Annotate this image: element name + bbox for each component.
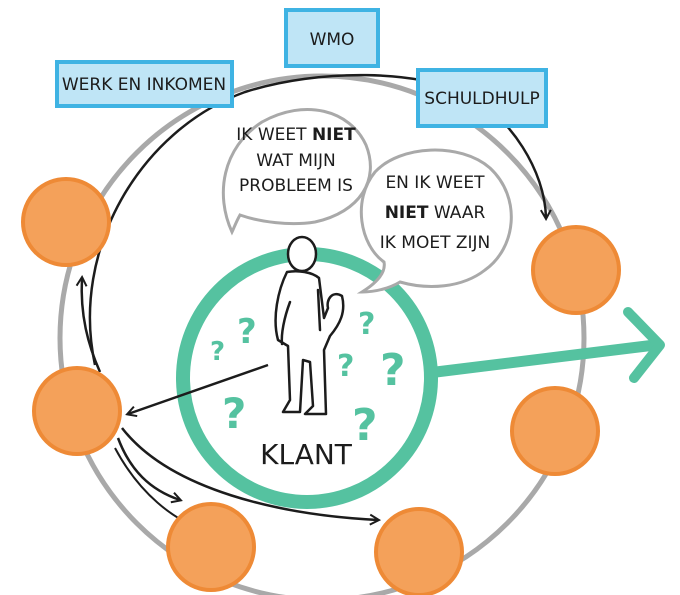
- bubble-left-line3: PROBLEEM IS: [239, 176, 353, 196]
- node-bottom-right: [374, 507, 464, 595]
- svg-text:WERK EN INKOMEN: WERK EN INKOMEN: [62, 75, 226, 95]
- node-bottom-left: [166, 502, 256, 592]
- teal-arrow: [430, 307, 665, 383]
- node-right-upper: [531, 225, 621, 315]
- label-schuldhulp: SCHULDHULP: [416, 68, 548, 128]
- question-mark-6: ?: [380, 345, 406, 396]
- bubble-right-line1: EN IK WEET: [385, 173, 485, 193]
- question-mark-3: ?: [222, 389, 246, 438]
- flow-arrow-down-2: [121, 427, 378, 520]
- flow-arrow-left-up: [82, 278, 102, 373]
- node-right-lower: [510, 386, 600, 476]
- question-marks: ? ? ? ? ? ? ?: [210, 307, 406, 451]
- speech-bubble-right: EN IK WEET NIET WAAR IK MOET ZIJN: [356, 148, 513, 294]
- node-top-left: [21, 177, 111, 267]
- bubble-left-line1b: NIET: [312, 125, 356, 145]
- label-wmo: WMO: [284, 8, 380, 68]
- speech-bubble-left: IK WEET NIET WAT MIJN PROBLEEM IS: [221, 108, 372, 236]
- flow-arrow-down-1: [116, 437, 180, 500]
- question-mark-1: ?: [237, 312, 257, 352]
- bubble-right-line2b: WAAR: [428, 203, 485, 223]
- bubble-right-line3: IK MOET ZIJN: [380, 233, 491, 253]
- question-mark-2: ?: [210, 337, 225, 367]
- question-mark-5: ?: [337, 349, 354, 384]
- bubble-left-line1a: IK WEET: [236, 125, 312, 145]
- label-werk-en-inkomen: WERK EN INKOMEN: [55, 60, 234, 108]
- svg-text:WMO: WMO: [310, 30, 355, 50]
- client-label: KLANT: [260, 438, 353, 471]
- bubble-right-line2a: NIET: [385, 203, 429, 223]
- bubble-left-line2: WAT MIJN: [256, 151, 335, 171]
- question-mark-7: ?: [352, 400, 378, 451]
- node-left: [32, 366, 122, 456]
- svg-text:IK WEET NIET: IK WEET NIET: [236, 125, 356, 145]
- person-figure: [274, 235, 345, 416]
- svg-text:SCHULDHULP: SCHULDHULP: [424, 89, 539, 109]
- svg-text:NIET WAAR: NIET WAAR: [385, 203, 486, 223]
- arrow-person-to-left: [128, 363, 269, 414]
- question-mark-4: ?: [358, 307, 375, 342]
